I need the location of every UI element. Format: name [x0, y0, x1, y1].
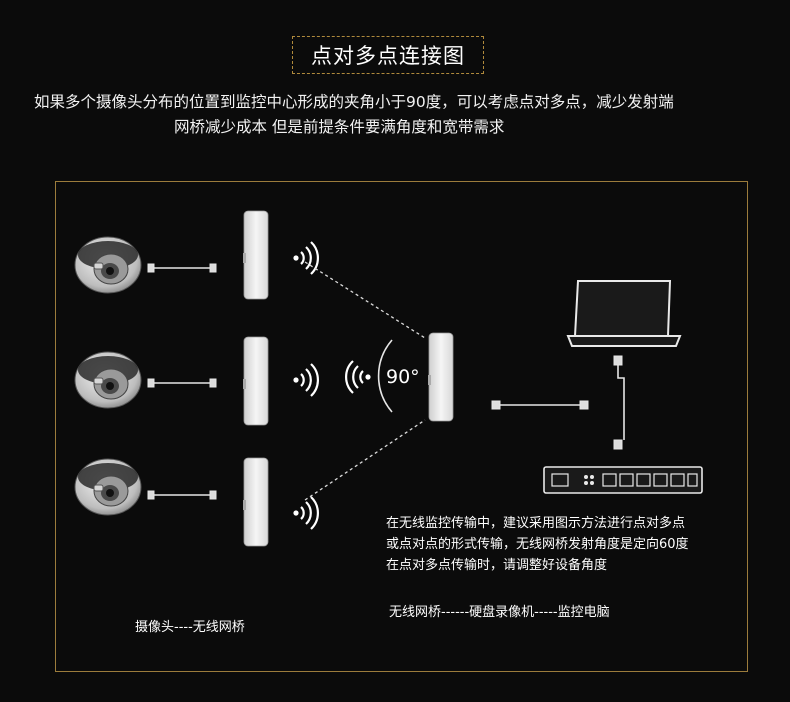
wireless-bridge-icon [242, 210, 269, 300]
dome-camera-icon [74, 351, 142, 409]
intro-text: 如果多个摄像头分布的位置到监控中心形成的夹角小于90度，可以考虑点对多点，减少发… [34, 90, 764, 140]
wifi-signal-icon [344, 359, 372, 395]
wireless-bridge-icon [427, 332, 454, 422]
wifi-signal-icon [292, 362, 320, 398]
note-line-1: 在无线监控传输中，建议采用图示方法进行点对多点 [386, 516, 686, 531]
intro-line-1: 如果多个摄像头分布的位置到监控中心形成的夹角小于90度，可以考虑点对多点，减少发… [34, 93, 674, 111]
diagram-frame [55, 181, 748, 672]
dome-camera-icon [74, 458, 142, 516]
laptop-icon [566, 280, 682, 347]
wifi-signal-icon [292, 240, 320, 276]
note-line-3: 在点对多点传输时，请调整好设备角度 [386, 558, 608, 573]
angle-label: 90° [386, 366, 420, 388]
signal-path [304, 261, 426, 501]
cable-icon [147, 263, 217, 273]
angle-arc [377, 339, 393, 413]
cable-icon [147, 490, 217, 500]
usage-note: 在无线监控传输中，建议采用图示方法进行点对多点 或点对点的形式传输，无线网桥发射… [386, 513, 746, 576]
title-box: 点对多点连接图 [292, 36, 484, 74]
cable-icon [491, 400, 589, 410]
caption-camera-bridge: 摄像头----无线网桥 [135, 620, 245, 635]
page-title: 点对多点连接图 [311, 44, 465, 68]
wireless-bridge-icon [242, 336, 269, 426]
wifi-signal-icon [292, 495, 320, 531]
note-line-2: 或点对点的形式传输，无线网桥发射角度是定向60度 [386, 537, 689, 552]
cable-icon [147, 378, 217, 388]
caption-bridge-nvr-pc: 无线网桥------硬盘录像机-----监控电脑 [389, 605, 610, 620]
cable-icon [613, 355, 625, 450]
nvr-switch-icon [543, 466, 703, 494]
wireless-bridge-icon [242, 457, 269, 547]
intro-line-2: 网桥减少成本 但是前提条件要满角度和宽带需求 [174, 118, 505, 136]
dome-camera-icon [74, 236, 142, 294]
